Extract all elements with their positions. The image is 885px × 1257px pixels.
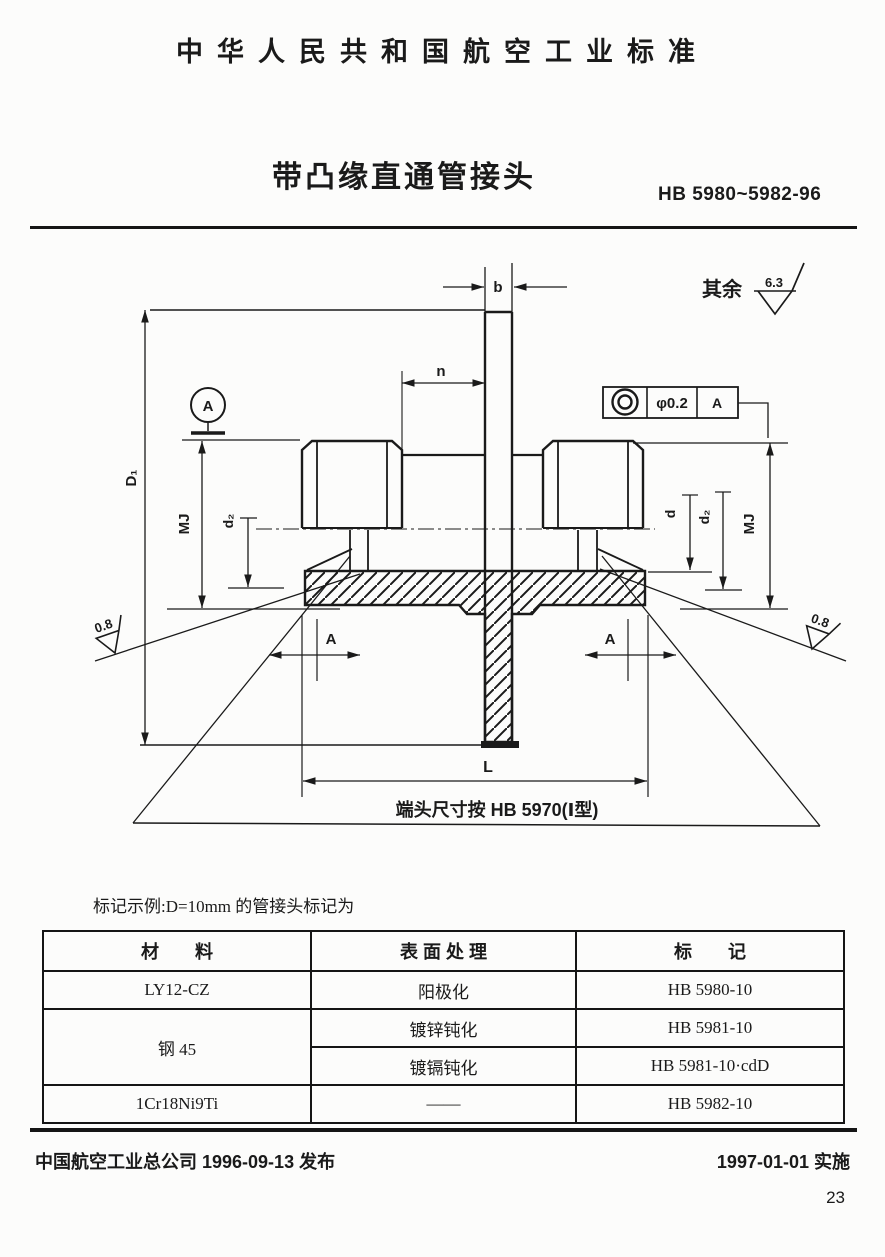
marking-example-line: 标记示例:D=10mm 的管接头标记为 <box>93 897 355 916</box>
page-number: 23 <box>826 1188 845 1207</box>
fitting-outline <box>140 263 655 748</box>
cell-material: LY12-CZ <box>42 970 312 1010</box>
cell-surface: 镀镉钝化 <box>310 1046 577 1086</box>
table-row: 钢 45 镀锌钝化 HB 5981-10 <box>42 1008 845 1086</box>
roughness-flag-right: 0.8 <box>805 610 842 651</box>
col-header-surface: 表 面 处 理 <box>310 930 577 972</box>
cell-mark: HB 5981-10·cdD <box>575 1046 845 1086</box>
publisher-line: 中国航空工业总公司 1996-09-13 发布 <box>35 1152 336 1172</box>
tolerance-frame: φ0.2 A <box>602 386 739 419</box>
table-row: LY12-CZ 阳极化 HB 5980-10 <box>42 970 845 1010</box>
table-row: 镀镉钝化 HB 5981-10·cdD <box>43 1046 845 1086</box>
cell-surface: 阳极化 <box>310 970 577 1010</box>
cell-mark: HB 5982-10 <box>575 1084 845 1124</box>
dim-d1-label: D₁ <box>123 469 140 486</box>
dim-mj-right-label: MJ <box>741 514 758 535</box>
other-surfaces-label: 其余 <box>702 277 743 301</box>
table-row: 1Cr18Ni9Ti —— HB 5982-10 <box>42 1084 845 1124</box>
dim-n-label: n <box>436 363 445 380</box>
dim-l-label: L <box>483 759 493 776</box>
roughness-value-right: 0.8 <box>809 610 831 630</box>
dim-b-label: b <box>493 279 502 296</box>
roughness-flag-left: 0.8 <box>93 614 122 655</box>
cell-surface: 镀锌钝化 <box>310 1008 577 1048</box>
authority-line: 中华人民共和国航空工业标准 <box>176 37 709 67</box>
sectioned-flange-body <box>303 569 647 744</box>
marking-table: 材 料 表 面 处 理 标 记 LY12-CZ 阳极化 HB 5980-10 钢… <box>42 930 845 1124</box>
tolerance-leader <box>738 402 769 438</box>
dim-d2-left-label: d₂ <box>220 514 236 529</box>
dim-d2-right-label: d₂ <box>696 510 712 525</box>
dim-a-left-label: A <box>326 631 337 648</box>
datum-letter: A <box>203 398 214 415</box>
right-hex-nut <box>541 439 645 528</box>
col-header-material: 材 料 <box>42 930 312 972</box>
dim-mj-left-label: MJ <box>176 514 193 535</box>
table-header-row: 材 料 表 面 处 理 标 记 <box>42 930 845 972</box>
page-title: 带凸缘直通管接头 <box>272 161 536 194</box>
effective-date: 1997-01-01 实施 <box>716 1152 850 1172</box>
left-hex-nut <box>300 439 404 528</box>
general-roughness-symbol: 其余 6.3 <box>702 262 805 316</box>
standard-number: HB 5980~5982-96 <box>658 184 822 205</box>
bottom-rule <box>30 1128 857 1132</box>
cell-material: 钢 45 <box>42 1008 312 1086</box>
top-rule <box>30 226 857 229</box>
cell-mark: HB 5980-10 <box>575 970 845 1010</box>
end-dimension-note: 端头尺寸按 HB 5970(Ⅰ型) <box>396 799 599 820</box>
tolerance-datum-letter: A <box>712 395 722 411</box>
cell-material: 1Cr18Ni9Ti <box>42 1084 312 1124</box>
col-header-mark: 标 记 <box>575 930 845 972</box>
cell-mark: HB 5981-10 <box>575 1008 845 1048</box>
general-roughness-value: 6.3 <box>765 275 783 290</box>
concentricity-icon <box>611 388 639 416</box>
callout-lines <box>94 555 847 827</box>
datum-a-symbol: A <box>190 387 226 435</box>
tolerance-value: φ0.2 <box>656 395 688 412</box>
cell-surface: —— <box>310 1084 577 1124</box>
dimensions <box>141 283 788 797</box>
roughness-value-left: 0.8 <box>93 616 115 636</box>
dim-a-right-label: A <box>605 631 616 648</box>
stem-bottom-edge <box>481 741 519 748</box>
dim-d-label: d <box>662 510 678 519</box>
